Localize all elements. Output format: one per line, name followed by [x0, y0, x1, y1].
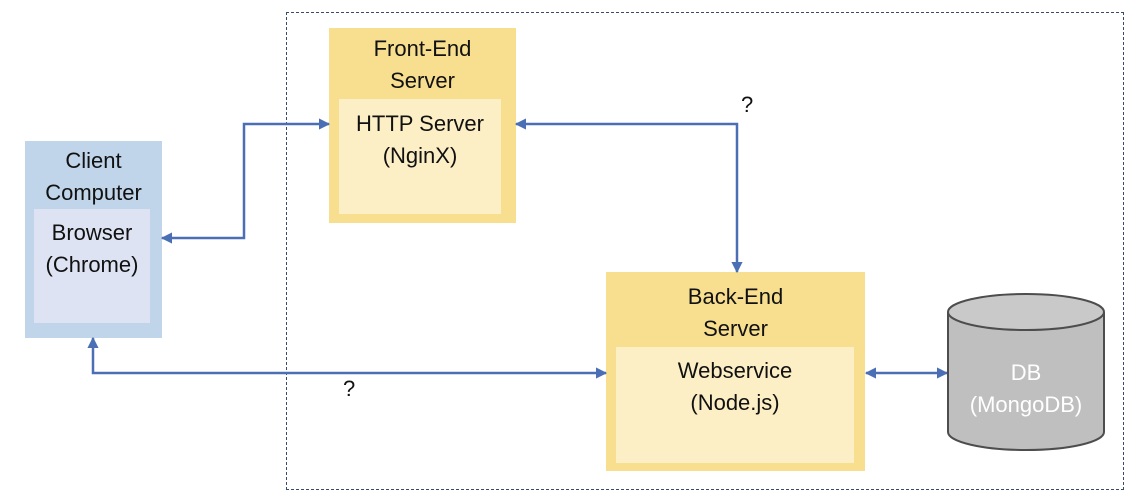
browser-http-server-connector: [160, 118, 331, 244]
server-boundary-dashed: [286, 12, 1124, 490]
back-end-server-label-line1: Back-End: [687, 284, 784, 309]
http-server-label-line1: HTTP Server: [356, 111, 484, 136]
webservice-box: [616, 347, 854, 463]
browser-box: [34, 209, 150, 323]
question-mark-top: ?: [741, 92, 754, 117]
database-label-line1: DB: [1010, 360, 1042, 385]
http-server-label-line2: (NginX): [382, 143, 458, 168]
http-server-label: HTTP Server (NginX): [339, 108, 501, 172]
front-end-server-label-line1: Front-End: [373, 36, 472, 61]
client-computer-label-line2: Computer: [45, 180, 142, 205]
client-computer-label-line1: Client: [65, 148, 122, 173]
front-end-server-label-line2: Server: [390, 68, 455, 93]
browser-label-line1: Browser: [51, 220, 133, 245]
webservice-label: Webservice (Node.js): [616, 355, 854, 419]
http-server-box: [339, 99, 501, 214]
back-end-server-label: Back-End Server: [606, 281, 865, 345]
webservice-label-line1: Webservice: [677, 358, 793, 383]
front-end-server-label: Front-End Server: [329, 33, 516, 97]
client-computer-label: Client Computer: [25, 145, 162, 209]
back-end-server-label-line2: Server: [703, 316, 768, 341]
question-mark-bottom: ?: [343, 376, 356, 401]
database-cylinder-icon: [947, 293, 1105, 451]
browser-label: Browser (Chrome): [34, 217, 150, 281]
http-server-back-end-connector: [514, 118, 743, 274]
database-label-line2: (MongoDB): [969, 392, 1083, 417]
webservice-label-line2: (Node.js): [690, 390, 780, 415]
browser-label-line2: (Chrome): [45, 252, 139, 277]
client-webservice-connector: [87, 336, 608, 379]
database-label: DB (MongoDB): [948, 357, 1104, 421]
